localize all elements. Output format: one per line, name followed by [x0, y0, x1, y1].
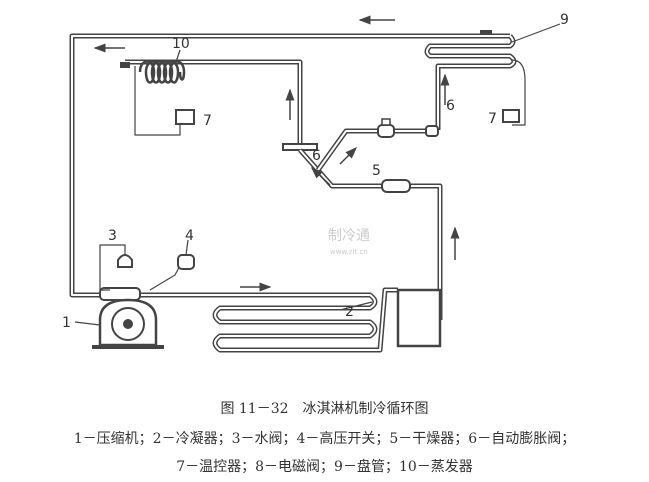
- label-7-left: 7: [203, 113, 212, 129]
- legend-line-2: 7－温控器；8－电磁阀；9－盘管；10－蒸发器: [176, 459, 473, 475]
- label-9: 9: [560, 12, 569, 28]
- legend-line-1: 1－压缩机；2－冷凝器；3－水阀；4－高压开关；5－干燥器；6－自动膨胀阀；: [73, 431, 576, 447]
- watermark-name: 制冷通: [328, 228, 370, 244]
- compressor-1: [74, 287, 164, 349]
- drier-5: [381, 179, 411, 193]
- coil-9: [424, 23, 561, 130]
- label-7-right: 7: [488, 111, 497, 127]
- pressure-switch-4: [149, 239, 195, 291]
- evaporator-10: [120, 49, 303, 148]
- label-3: 3: [108, 228, 117, 244]
- label-6-left: 6: [312, 148, 321, 164]
- figure-title: 图 11－32 冰淇淋机制冷循环图: [220, 401, 429, 417]
- label-6-right: 6: [446, 98, 455, 114]
- water-valve-3: [99, 244, 133, 291]
- label-1: 1: [62, 315, 71, 331]
- condenser-2: [140, 287, 442, 353]
- refrigeration-cycle-diagram: 1 2 3 4 5 6 6 7 7 9 10 制冷通 www.zlt.cn: [62, 12, 569, 353]
- label-5: 5: [372, 163, 381, 179]
- flow-arrows: [93, 15, 460, 292]
- label-10: 10: [172, 36, 190, 52]
- label-2: 2: [345, 304, 354, 320]
- label-4: 4: [185, 228, 194, 244]
- watermark-url: www.zlt.cn: [330, 248, 368, 256]
- thermostat-7-right: [502, 109, 520, 123]
- outer-pipe: [69, 33, 510, 298]
